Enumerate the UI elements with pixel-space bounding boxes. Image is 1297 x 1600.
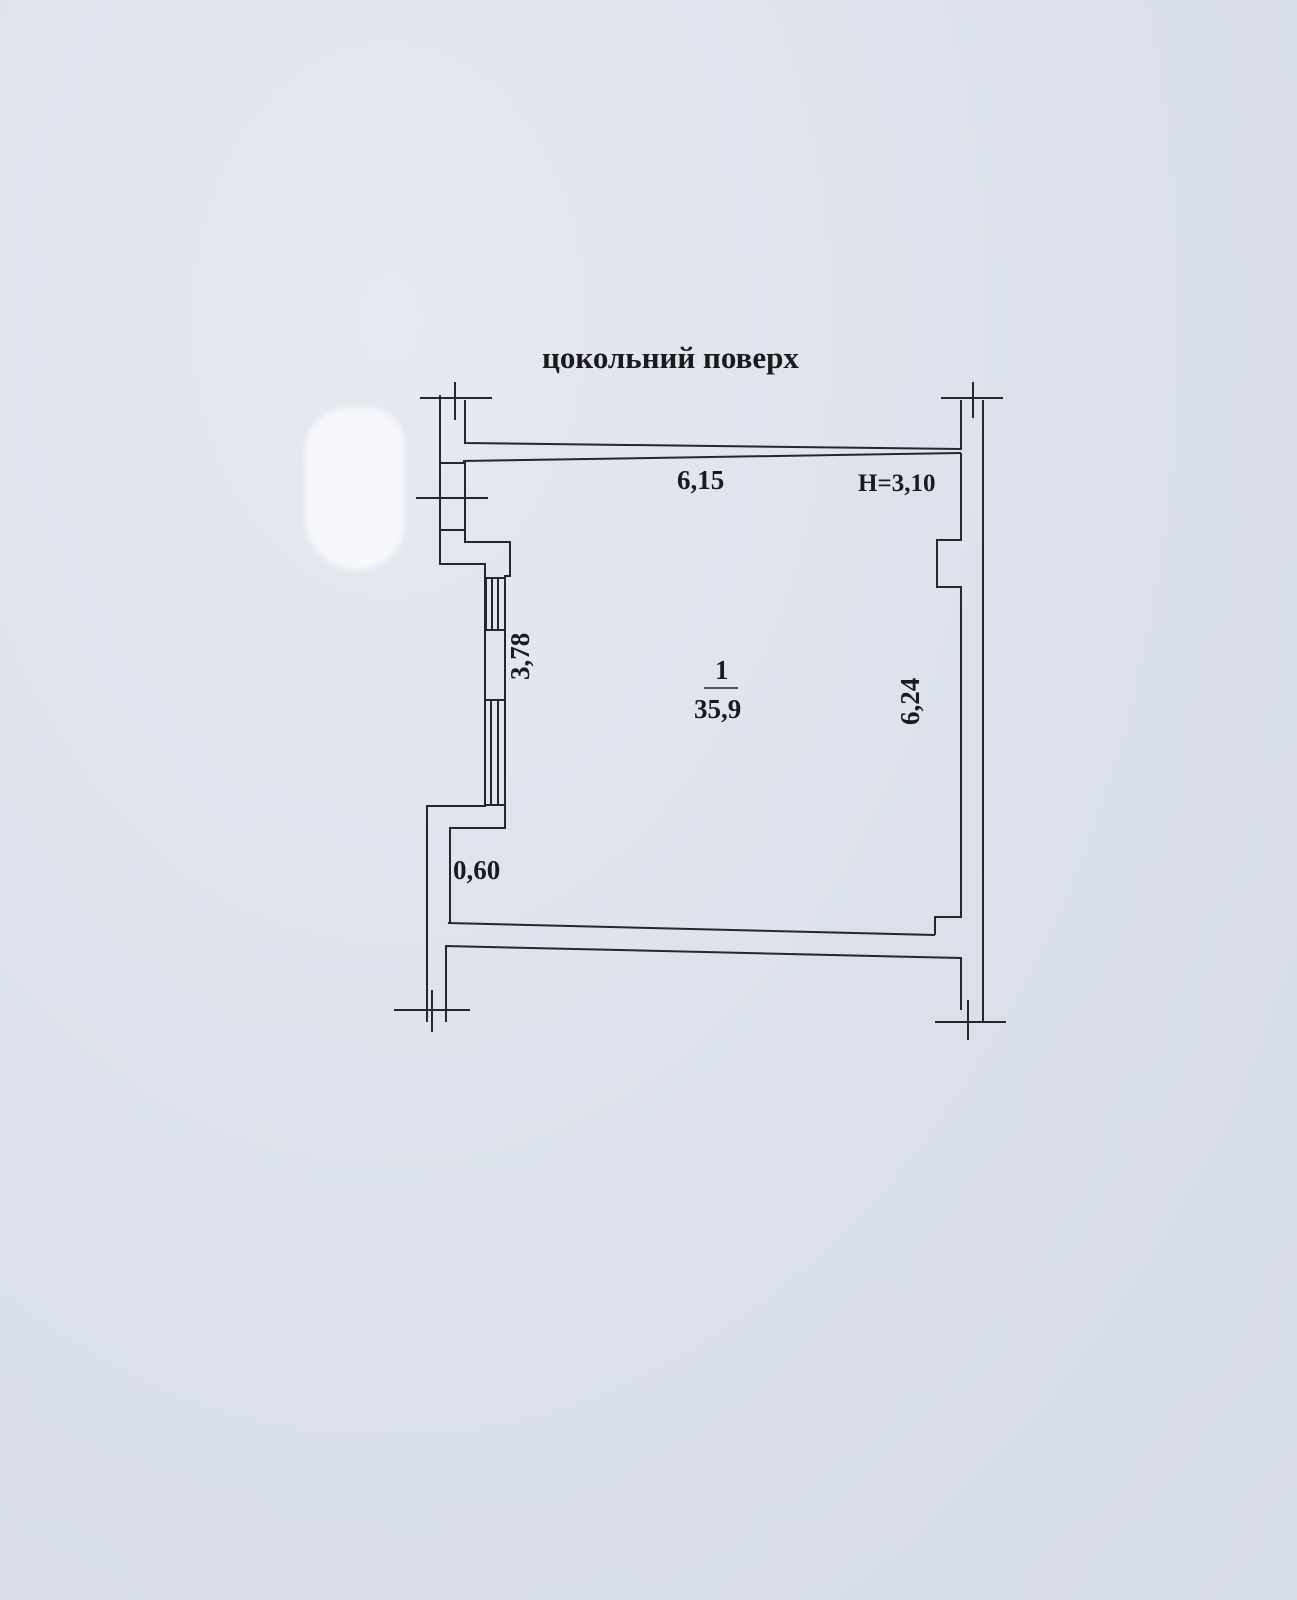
left-wall-outer — [426, 395, 486, 1022]
bottom-wall-outer — [445, 944, 962, 1022]
dimension-top: 6,15 — [677, 465, 725, 495]
redaction-blur — [305, 408, 405, 570]
room-area: 35,9 — [694, 694, 742, 724]
top-wall-inner — [462, 452, 962, 462]
dimension-right: 6,24 — [895, 677, 925, 725]
room-number: 1 — [715, 655, 729, 685]
window-lower — [484, 699, 506, 806]
bottom-wall-inner — [447, 922, 936, 936]
dimension-left: 3,78 — [505, 632, 535, 680]
top-wall-outer — [464, 400, 962, 451]
window-upper — [485, 577, 506, 631]
right-wall-inner — [934, 453, 962, 935]
dimension-bottom-left: 0,60 — [453, 855, 501, 885]
floor-title: цокольний поверх — [542, 340, 799, 375]
axis-marks — [394, 382, 1006, 1040]
left-wall-inner — [449, 461, 511, 923]
ceiling-height: H=3,10 — [858, 470, 936, 497]
